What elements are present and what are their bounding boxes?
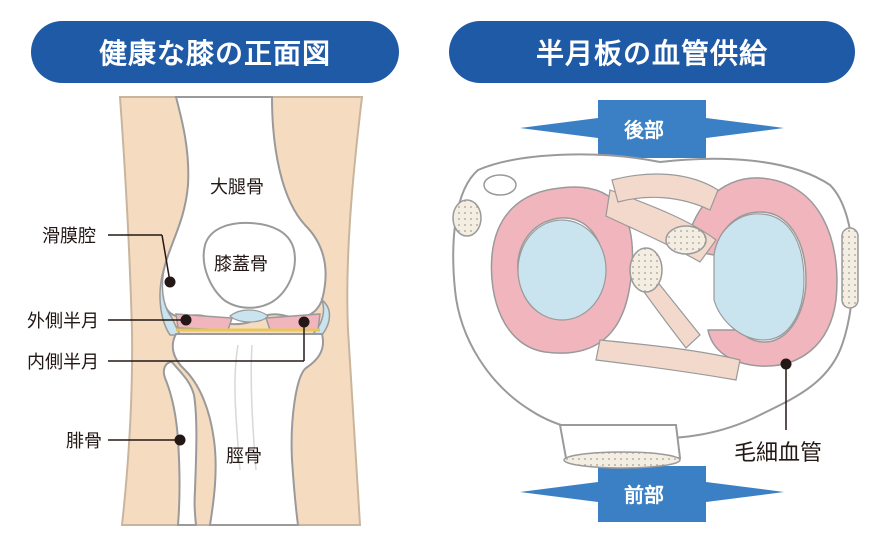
anterior-arrow: [520, 466, 784, 522]
synovial-cavity-marker: [164, 276, 176, 288]
label-fibula: 腓骨: [66, 431, 102, 452]
meniscus-top-view: 後部 前部 毛細血管: [452, 100, 859, 522]
label-posterior: 後部: [624, 118, 664, 142]
ligament-attachment-upper: [665, 225, 707, 255]
label-patella: 膝蓋骨: [214, 254, 268, 275]
fibula-section: [563, 451, 681, 469]
posterior-ligament-band: [611, 173, 719, 211]
side-bone-left: [452, 199, 482, 237]
lateral-meniscus-marker: [180, 314, 192, 326]
ligament-attachment-lower: [629, 247, 663, 293]
left-panel-title: 健康な膝の正面図: [31, 21, 399, 83]
posterior-arrow: [520, 100, 784, 158]
fibula-marker: [174, 434, 186, 446]
label-medial-meniscus: 内側半月: [27, 352, 99, 373]
medial-meniscus-marker: [298, 316, 310, 328]
joint-fluid-center: [229, 309, 269, 323]
fibula-neck: [558, 424, 682, 459]
knee-front-view: 大腿骨 膝蓋骨 滑膜腔 外側半月 内側半月 腓骨 脛骨: [27, 96, 364, 526]
label-anterior: 前部: [624, 483, 664, 507]
anterior-ligament-band: [595, 339, 741, 381]
label-capillaries: 毛細血管: [734, 441, 822, 466]
label-tibia: 脛骨: [226, 446, 262, 467]
side-bone-right: [841, 227, 859, 309]
label-lateral-meniscus: 外側半月: [27, 311, 99, 332]
tibia-bone: [171, 333, 324, 526]
right-panel-title: 半月板の血管供給: [449, 21, 855, 83]
label-synovial-cavity: 滑膜腔: [42, 226, 96, 247]
patella-bone: [202, 221, 296, 309]
lateral-plateau-fluid: [517, 219, 607, 321]
medial-plateau-fluid: [713, 213, 805, 341]
label-femur: 大腿骨: [210, 177, 264, 198]
